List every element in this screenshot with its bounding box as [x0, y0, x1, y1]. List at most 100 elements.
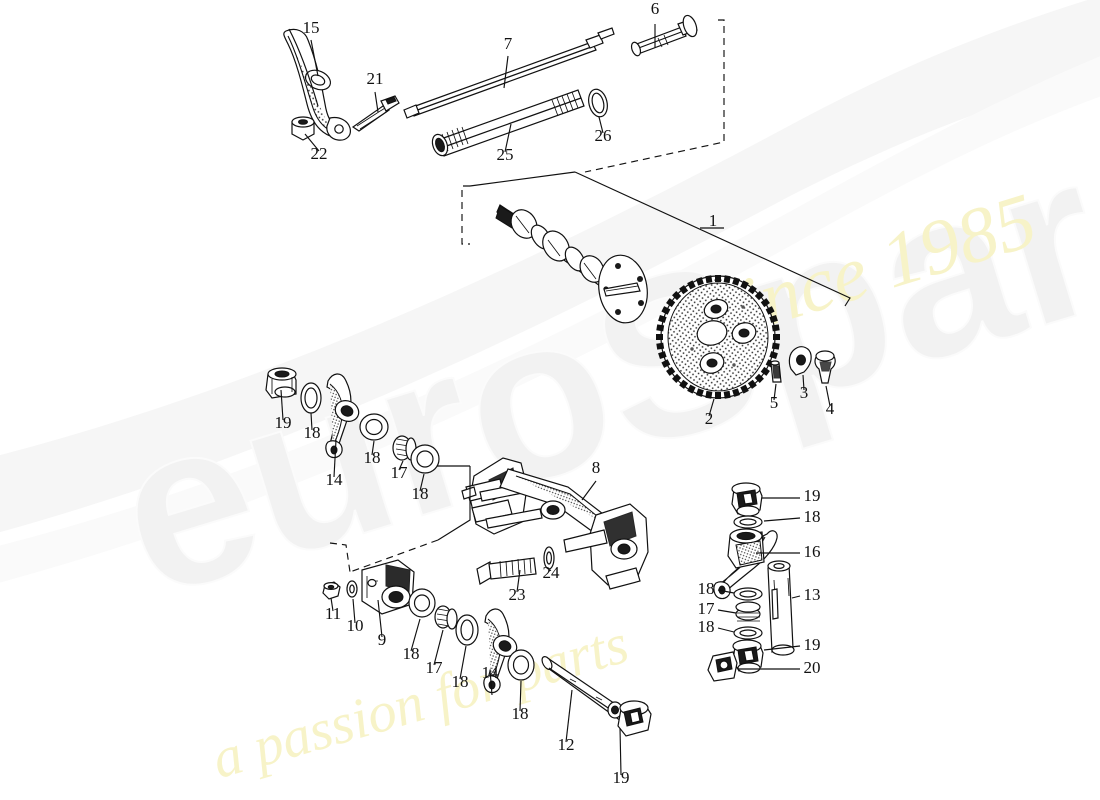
- background-swoosh-2: [0, 56, 1100, 583]
- leader-18-u1: [310, 412, 313, 431]
- callout-number: 14: [326, 470, 344, 489]
- callout-number: 1: [709, 211, 718, 230]
- leader-25: [504, 123, 512, 153]
- callout-number: 21: [367, 69, 384, 88]
- callout-number: 6: [651, 0, 660, 18]
- leader-17-lower: [433, 629, 444, 666]
- callout-number: 18: [512, 704, 529, 723]
- callout-number: 18: [304, 423, 321, 442]
- leader-18-r3: [717, 627, 735, 633]
- part-washer-18-r2: [733, 587, 763, 601]
- leader-18-l3: [519, 680, 522, 712]
- callout-number: 20: [804, 658, 821, 677]
- part-rocker-arm-14-upper: [325, 373, 360, 459]
- callout-number: 7: [504, 34, 513, 53]
- callout-number: 19: [275, 413, 292, 432]
- leader-9: [377, 599, 383, 638]
- callout-number: 18: [698, 617, 715, 636]
- part-camshaft-1: [495, 204, 648, 324]
- part-nut-11: [322, 581, 341, 600]
- leader-12: [565, 689, 573, 743]
- bracket-9-dash: [329, 542, 351, 573]
- callout-number: 4: [826, 399, 835, 418]
- leader-19-upper: [280, 389, 284, 421]
- callout-number: 23: [509, 585, 526, 604]
- callout-number: 18: [804, 507, 821, 526]
- part-bolt-23: [476, 557, 537, 585]
- callout-number: 14: [482, 663, 500, 682]
- callout-number: 2: [705, 409, 714, 428]
- callout-number: 9: [378, 630, 387, 649]
- leader-2: [708, 398, 715, 417]
- leader-7: [503, 55, 509, 89]
- leader-18-l2: [459, 645, 467, 680]
- leader-14-upper: [333, 439, 337, 478]
- leader-17-r: [717, 609, 737, 614]
- leader-10: [352, 598, 356, 624]
- callout-number: 18: [452, 672, 469, 691]
- callout-number: 19: [613, 768, 630, 787]
- callout-number: 18: [698, 579, 715, 598]
- leader-11: [330, 597, 334, 612]
- callout-number: 19: [804, 635, 821, 654]
- part-washer-18-u1: [300, 382, 322, 414]
- part-washer-18-l2: [455, 614, 479, 646]
- bracket-1-left: [461, 185, 470, 245]
- leader-1: [574, 171, 851, 307]
- leader-19-r-bottom: [763, 645, 801, 651]
- leader-15: [310, 39, 319, 77]
- callout-number: 26: [595, 126, 612, 145]
- part-bracket-9: [361, 559, 415, 615]
- leader-26: [598, 116, 604, 134]
- callout-number: 5: [770, 393, 779, 412]
- callout-number: 24: [543, 563, 561, 582]
- part-spring-washer-17-lower: [434, 605, 458, 630]
- part-rocker-arm-fork-15: [283, 28, 351, 141]
- leader-18-u3: [419, 473, 425, 492]
- part-lock-plate-3: [788, 346, 812, 376]
- part-clip-19-upper: [265, 367, 297, 399]
- leader-19-bottom: [619, 727, 622, 776]
- part-washer-18-u2: [359, 413, 389, 441]
- leader-14-lower: [489, 669, 493, 696]
- part-washer-18-r1: [733, 515, 763, 529]
- part-retainer-20: [707, 651, 738, 682]
- part-rocker-arm-14-lower: [483, 608, 518, 694]
- part-clip-19-right-bottom: [732, 639, 764, 674]
- part-spring-washer-17-right: [735, 601, 761, 622]
- leader-17-upper: [398, 460, 404, 471]
- part-seal-ring-26: [588, 88, 608, 118]
- callout-number: 22: [311, 144, 328, 163]
- leader-21: [374, 91, 379, 113]
- leader-24: [548, 569, 552, 572]
- leader-18-r2: [717, 589, 735, 594]
- callout-number: 17: [426, 658, 444, 677]
- part-rocker-arm-16: [713, 528, 778, 600]
- part-push-rod-tube-25: [431, 89, 585, 157]
- part-nut-22: [291, 116, 315, 141]
- bracket-1-top: [469, 171, 576, 187]
- leader-8: [581, 480, 597, 501]
- part-rocker-shaft-carrier-8: [461, 457, 649, 590]
- part-washer-24: [543, 546, 555, 570]
- part-screw-21: [351, 95, 400, 132]
- part-push-rod-7: [403, 27, 615, 119]
- leader-3: [802, 374, 805, 391]
- part-washer-18-u3: [410, 444, 440, 474]
- callout-number: 12: [558, 735, 575, 754]
- callout-number: 18: [364, 448, 381, 467]
- part-washer-18-l3: [507, 649, 535, 681]
- part-washer-10: [346, 580, 358, 598]
- callout-number: 19: [804, 486, 821, 505]
- part-washer-18-r3: [733, 626, 763, 640]
- part-camshaft-gear-2: [656, 275, 780, 399]
- leader-18-l1: [410, 618, 421, 652]
- leader-22: [304, 133, 320, 152]
- part-dowel-pin-5: [770, 360, 782, 383]
- part-shaft-6: [630, 14, 698, 57]
- callout-number: 11: [325, 604, 341, 623]
